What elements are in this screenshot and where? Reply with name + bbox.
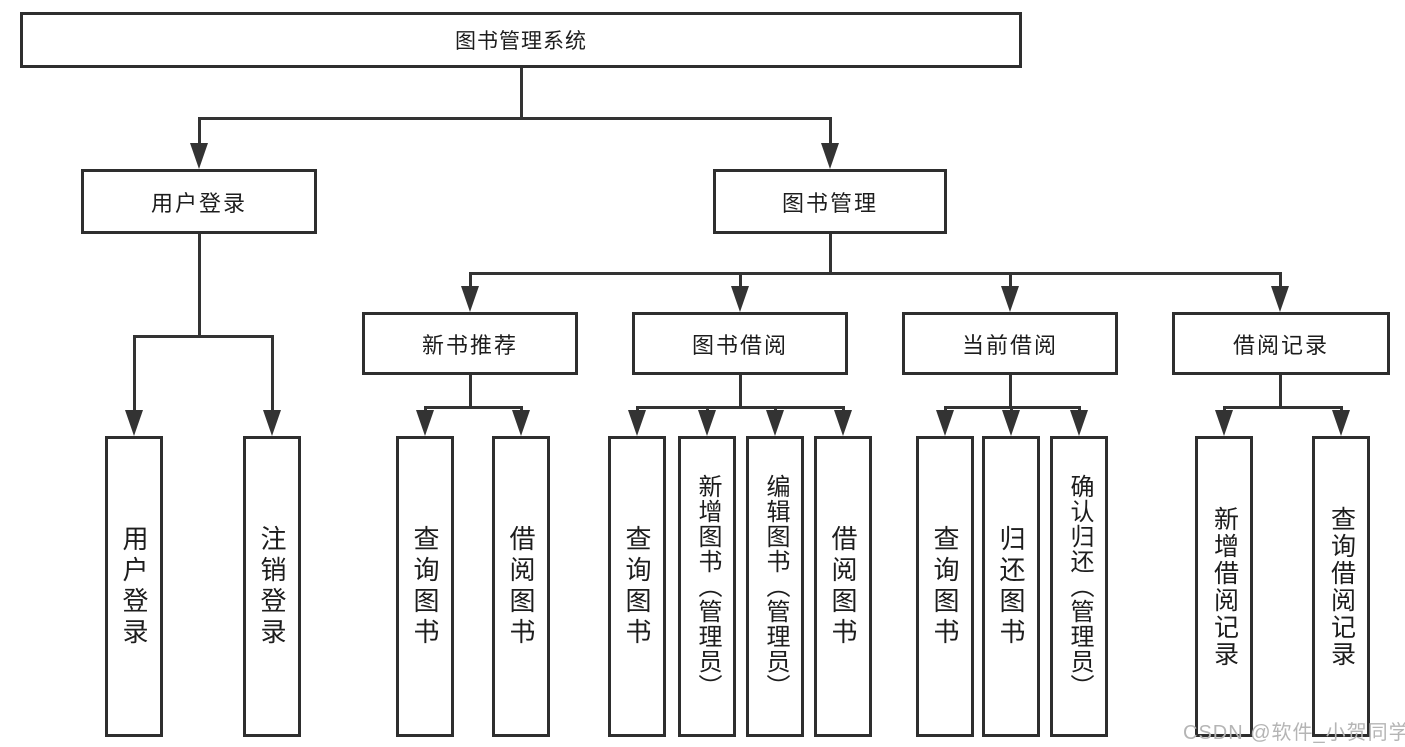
connector-vline xyxy=(1279,375,1282,409)
node-label: 新增图书（管理员） xyxy=(694,474,721,699)
leaf-node-logout: 注销登录 xyxy=(243,436,301,737)
node-label: 借阅记录 xyxy=(1232,332,1329,358)
node-book-management: 图书管理 xyxy=(713,169,947,234)
node-library-management-system: 图书管理系统 xyxy=(20,12,1022,68)
node-label: 图书管理系统 xyxy=(455,30,587,53)
leaf-node-edit-books-admin: 编辑图书（管理员） xyxy=(746,436,804,737)
connector-hline xyxy=(133,335,274,338)
connector-vline xyxy=(1009,272,1012,292)
connector-vline xyxy=(469,375,472,409)
node-label: 查询借阅记录 xyxy=(1327,505,1356,668)
node-label: 图书借阅 xyxy=(691,332,788,358)
connector-vline xyxy=(739,375,742,409)
node-label: 用户登录 xyxy=(119,524,149,649)
node-current-borrow: 当前借阅 xyxy=(902,312,1118,375)
leaf-node-add-borrow-record: 新增借阅记录 xyxy=(1195,436,1253,737)
arrow-down-icon xyxy=(1215,410,1233,436)
connector-vline xyxy=(1279,272,1282,292)
node-new-book-recommend: 新书推荐 xyxy=(362,312,578,375)
arrow-down-icon xyxy=(698,410,716,436)
node-label: 借阅图书 xyxy=(828,524,858,649)
node-label: 新增借阅记录 xyxy=(1210,505,1239,668)
node-label: 查询图书 xyxy=(622,524,652,649)
leaf-node-query-books: 查询图书 xyxy=(608,436,666,737)
arrow-down-icon xyxy=(1271,286,1289,312)
connector-vline xyxy=(469,272,472,292)
connector-vline xyxy=(739,272,742,292)
csdn-watermark: CSDN @软件_小贺同学 xyxy=(1183,722,1405,744)
arrow-down-icon xyxy=(125,410,143,436)
node-label: 当前借阅 xyxy=(961,332,1058,358)
node-user-login: 用户登录 xyxy=(81,169,317,234)
leaf-node-borrow-books: 借阅图书 xyxy=(492,436,550,737)
node-label: 查询图书 xyxy=(410,524,440,649)
arrow-down-icon xyxy=(416,410,434,436)
arrow-down-icon xyxy=(834,410,852,436)
node-label: 确认归还（管理员） xyxy=(1066,474,1093,699)
leaf-node-query-books: 查询图书 xyxy=(916,436,974,737)
connector-vline xyxy=(520,68,523,120)
connector-vline xyxy=(829,117,832,149)
leaf-node-add-books-admin: 新增图书（管理员） xyxy=(678,436,736,737)
node-label: 编辑图书（管理员） xyxy=(762,474,789,699)
node-label: 归还图书 xyxy=(996,524,1026,649)
leaf-node-query-books: 查询图书 xyxy=(396,436,454,737)
arrow-down-icon xyxy=(766,410,784,436)
node-label: 图书管理 xyxy=(781,190,878,216)
leaf-node-borrow-books: 借阅图书 xyxy=(814,436,872,737)
arrow-down-icon xyxy=(821,143,839,169)
connector-vline xyxy=(1009,375,1012,409)
connector-hline xyxy=(198,117,831,120)
connector-hline xyxy=(469,272,1281,275)
connector-vline xyxy=(133,335,136,416)
arrow-down-icon xyxy=(1332,410,1350,436)
node-book-borrow: 图书借阅 xyxy=(632,312,848,375)
arrow-down-icon xyxy=(461,286,479,312)
node-label: 借阅图书 xyxy=(506,524,536,649)
connector-hline xyxy=(1223,406,1343,409)
connector-vline xyxy=(829,234,832,275)
connector-vline xyxy=(198,234,201,338)
arrow-down-icon xyxy=(936,410,954,436)
arrow-down-icon xyxy=(263,410,281,436)
connector-vline xyxy=(198,117,201,149)
leaf-node-user-login: 用户登录 xyxy=(105,436,163,737)
arrow-down-icon xyxy=(731,286,749,312)
node-label: 注销登录 xyxy=(257,524,287,649)
arrow-down-icon xyxy=(1001,286,1019,312)
connector-vline xyxy=(271,335,274,416)
arrow-down-icon xyxy=(190,143,208,169)
node-borrow-records: 借阅记录 xyxy=(1172,312,1390,375)
leaf-node-query-borrow-record: 查询借阅记录 xyxy=(1312,436,1370,737)
arrow-down-icon xyxy=(512,410,530,436)
arrow-down-icon xyxy=(1002,410,1020,436)
node-label: 新书推荐 xyxy=(421,332,518,358)
leaf-node-confirm-return-admin: 确认归还（管理员） xyxy=(1050,436,1108,737)
arrow-down-icon xyxy=(628,410,646,436)
node-label: 用户登录 xyxy=(150,190,247,216)
node-label: 查询图书 xyxy=(930,524,960,649)
leaf-node-return-books: 归还图书 xyxy=(982,436,1040,737)
connector-hline xyxy=(424,406,523,409)
arrow-down-icon xyxy=(1070,410,1088,436)
